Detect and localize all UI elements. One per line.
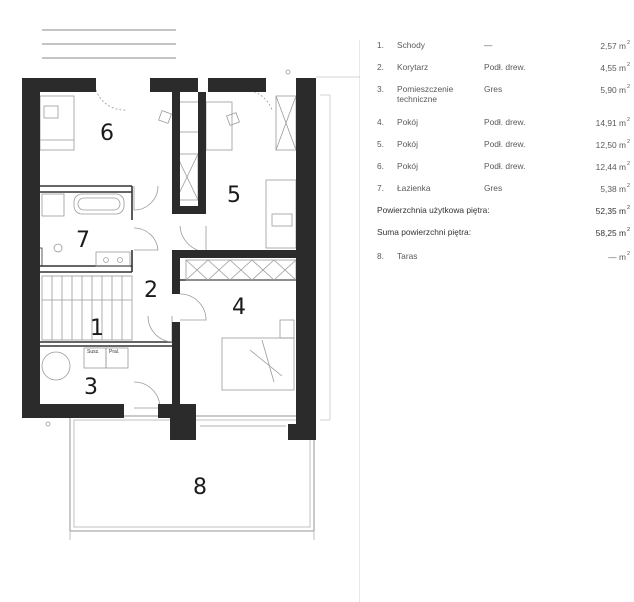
room-name: Łazienka [397,183,431,193]
appliance-label-1: Susz. [87,349,100,355]
room-number: 4. [377,117,384,127]
room-row: 4. Pokój Podł. drew. 14,91 m2 [372,117,630,139]
room-name: Pokój [397,117,418,127]
room-area: 12,44 m2 [595,161,630,172]
room-area: 4,55 m2 [600,62,630,73]
summary-label: Powierzchnia użytkowa piętra: [377,205,490,215]
summary-value: 58,25 m2 [595,227,630,238]
summary-row: Powierzchnia użytkowa piętra: 52,35 m2 [372,205,630,227]
summary-label: Suma powierzchni piętra: [377,227,472,237]
room-label-5: 5 [227,183,241,208]
room-row: 3. Pomieszczenie techniczne Gres 5,90 m2 [372,84,630,117]
room-number: 3. [377,84,384,94]
room-label-3: 3 [84,375,98,400]
room-area: — m2 [608,251,630,262]
room-number: 2. [377,62,384,72]
summary-value: 52,35 m2 [595,205,630,216]
room-label-6: 6 [100,121,114,146]
room-name: Pokój [397,161,418,171]
room-floor: Podł. drew. [484,161,526,171]
room-floor: Gres [484,84,503,94]
room-area: 12,50 m2 [595,139,630,150]
room-row: 2. Korytarz Podł. drew. 4,55 m2 [372,62,630,84]
room-row: 1. Schody — 2,57 m2 [372,40,630,62]
room-row: 7. Łazienka Gres 5,38 m2 [372,183,630,205]
room-row: 6. Pokój Podł. drew. 12,44 m2 [372,161,630,183]
room-number: 8. [377,251,384,261]
room-label-7: 7 [76,228,90,253]
terrace-row: 8. Taras — m2 [372,251,630,273]
room-area: 5,38 m2 [600,183,630,194]
door-swings [95,89,273,409]
room-name: Korytarz [397,62,429,72]
room-label-4: 4 [232,295,246,320]
room-floor: Podł. drew. [484,62,526,72]
floor-plan: Susz. Pral. 6 5 7 2 4 1 3 8 [22,29,360,602]
room-name: Pokój [397,139,418,149]
room-label-8: 8 [193,475,207,500]
room-number: 1. [377,40,384,50]
room-area: 2,57 m2 [600,40,630,51]
room-label-2: 2 [144,278,158,303]
room-area: 14,91 m2 [595,117,630,128]
room-name: Schody [397,40,425,50]
room-name: Pomieszczenie techniczne [397,84,454,104]
room-floor: — [484,40,493,50]
room-number: 6. [377,161,384,171]
room-floor: Gres [484,183,503,193]
roof-lines [42,29,176,59]
appliance-label-2: Pral. [109,349,119,355]
partitions [40,185,296,347]
furniture [35,95,297,427]
room-floor: Podł. drew. [484,117,526,127]
summary-row: Suma powierzchni piętra: 58,25 m2 [372,227,630,249]
room-row: 5. Pokój Podł. drew. 12,50 m2 [372,139,630,161]
room-number: 7. [377,183,384,193]
room-name: Taras [397,251,418,261]
room-label-1: 1 [90,316,104,341]
guide-lines [316,40,360,602]
room-floor: Podł. drew. [484,139,526,149]
room-number: 5. [377,139,384,149]
markers [45,69,291,427]
room-area: 5,90 m2 [600,84,630,95]
area-summary: Powierzchnia użytkowa piętra: 52,35 m2 Sum… [372,205,630,249]
walls [22,78,316,440]
